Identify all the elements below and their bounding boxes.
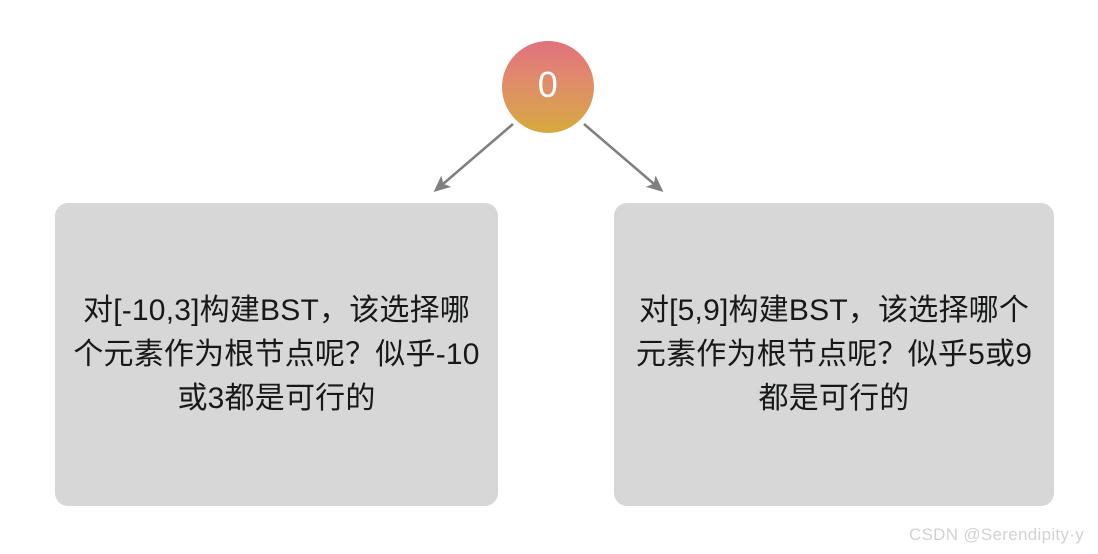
edge-root-to-right xyxy=(583,123,664,193)
left-child-box-text: 对[-10,3]构建BST，该选择哪个元素作为根节点呢？似乎-10或3都是可行的 xyxy=(73,293,480,415)
edge-root-to-left xyxy=(433,123,514,193)
right-child-box[interactable]: 对[5,9]构建BST，该选择哪个元素作为根节点呢？似乎5或9都是可行的 xyxy=(614,203,1054,506)
watermark: CSDN @Serendipity·y xyxy=(908,525,1084,544)
left-child-box[interactable]: 对[-10,3]构建BST，该选择哪个元素作为根节点呢？似乎-10或3都是可行的 xyxy=(55,203,498,506)
root-node-circle[interactable]: 0 xyxy=(502,41,594,133)
right-child-box-text: 对[5,9]构建BST，该选择哪个元素作为根节点呢？似乎5或9都是可行的 xyxy=(635,293,1033,415)
root-node-label: 0 xyxy=(537,64,559,105)
